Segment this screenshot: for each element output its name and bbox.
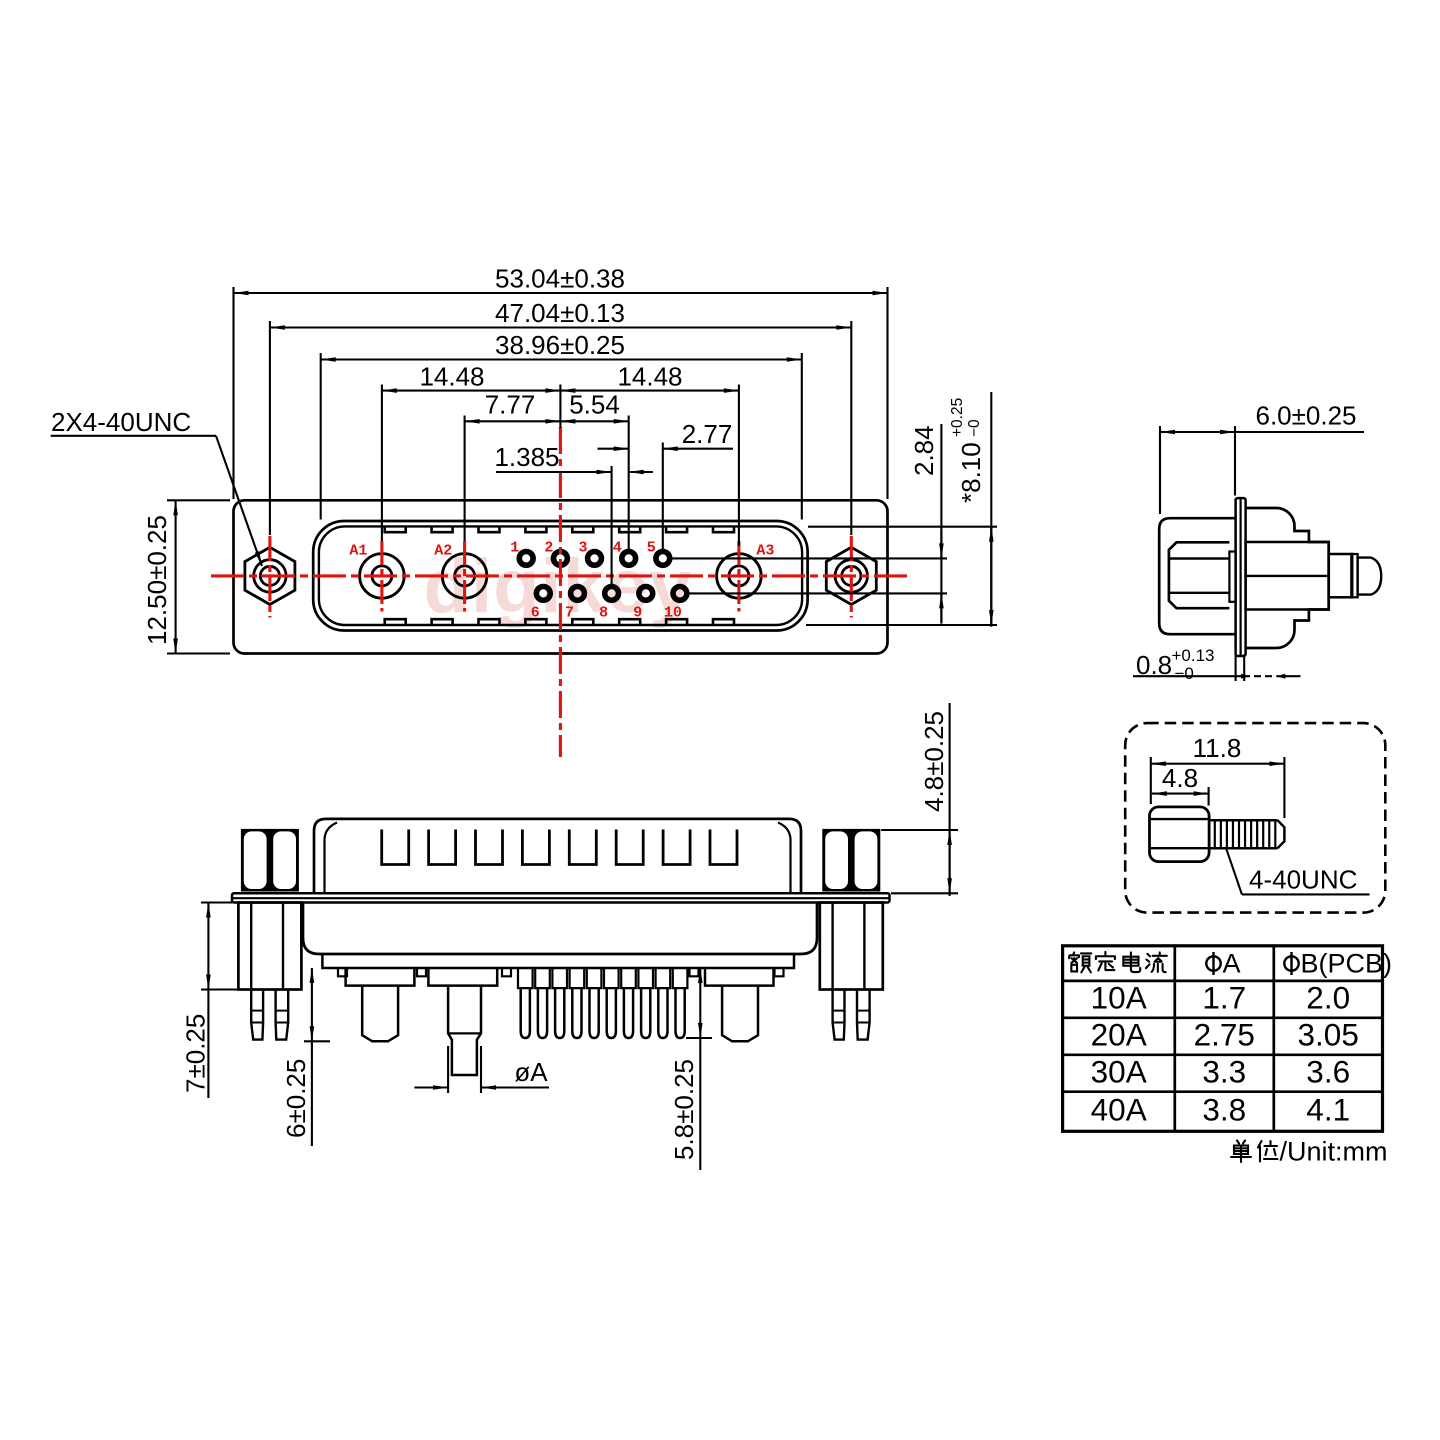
svg-text:−0: −0 xyxy=(966,419,983,437)
svg-text:+0.13: +0.13 xyxy=(1172,646,1215,665)
svg-text:2.0: 2.0 xyxy=(1306,980,1350,1016)
svg-text:7±0.25: 7±0.25 xyxy=(181,1014,211,1093)
svg-text:38.96±0.25: 38.96±0.25 xyxy=(495,330,625,360)
svg-text:4.1: 4.1 xyxy=(1306,1092,1350,1128)
svg-text:12.50±0.25: 12.50±0.25 xyxy=(142,515,172,645)
svg-text:4.8: 4.8 xyxy=(1162,763,1198,793)
svg-text:2X4-40UNC: 2X4-40UNC xyxy=(51,407,191,437)
svg-text:A2: A2 xyxy=(434,543,452,560)
svg-text:2.75: 2.75 xyxy=(1194,1016,1255,1052)
svg-text:øA: øA xyxy=(514,1057,548,1087)
svg-text:14.48: 14.48 xyxy=(617,362,682,392)
svg-text:1.7: 1.7 xyxy=(1202,980,1246,1016)
svg-text:3.05: 3.05 xyxy=(1298,1016,1359,1052)
svg-text:−0: −0 xyxy=(1175,664,1194,683)
svg-text:A: A xyxy=(1223,949,1241,979)
svg-text:47.04±0.13: 47.04±0.13 xyxy=(495,298,625,328)
svg-text:0.8: 0.8 xyxy=(1136,650,1172,680)
svg-text:30A: 30A xyxy=(1091,1053,1147,1089)
svg-text:3.8: 3.8 xyxy=(1202,1092,1246,1128)
svg-text:3: 3 xyxy=(578,540,587,557)
svg-text:53.04±0.38: 53.04±0.38 xyxy=(495,264,625,294)
svg-text:14.48: 14.48 xyxy=(419,362,484,392)
svg-text:4-40UNC: 4-40UNC xyxy=(1249,864,1357,894)
svg-text:/Unit:mm: /Unit:mm xyxy=(1280,1137,1388,1167)
svg-text:11.8: 11.8 xyxy=(1193,733,1242,763)
svg-text:4: 4 xyxy=(613,540,622,557)
svg-text:9: 9 xyxy=(633,605,642,622)
svg-text:8: 8 xyxy=(599,605,608,622)
svg-text:10A: 10A xyxy=(1091,980,1147,1016)
svg-text:7.77: 7.77 xyxy=(485,390,536,420)
svg-text:+0.25: +0.25 xyxy=(949,398,966,437)
svg-text:7: 7 xyxy=(565,605,574,622)
svg-text:5.54: 5.54 xyxy=(569,390,620,420)
svg-text:3.3: 3.3 xyxy=(1202,1053,1246,1089)
svg-text:5: 5 xyxy=(647,540,656,557)
svg-text:40A: 40A xyxy=(1091,1092,1147,1128)
svg-text:2.84: 2.84 xyxy=(909,425,939,476)
svg-text:6.0±0.25: 6.0±0.25 xyxy=(1255,401,1356,431)
svg-text:1.385: 1.385 xyxy=(494,442,559,472)
svg-text:5.8±0.25: 5.8±0.25 xyxy=(669,1059,699,1160)
svg-text:1: 1 xyxy=(510,540,519,557)
svg-text:20A: 20A xyxy=(1091,1016,1147,1052)
svg-text:10: 10 xyxy=(664,605,682,622)
svg-text:3.6: 3.6 xyxy=(1306,1053,1350,1089)
svg-text:A1: A1 xyxy=(349,543,367,560)
svg-text:2.77: 2.77 xyxy=(682,419,733,449)
svg-text:4.8±0.25: 4.8±0.25 xyxy=(919,711,949,812)
svg-text:6: 6 xyxy=(531,605,540,622)
svg-text:A3: A3 xyxy=(756,543,774,560)
svg-text:6±0.25: 6±0.25 xyxy=(281,1059,311,1138)
svg-text:B(PCB): B(PCB) xyxy=(1301,949,1393,979)
svg-text:2: 2 xyxy=(544,540,553,557)
svg-text:*8.10: *8.10 xyxy=(956,442,986,503)
